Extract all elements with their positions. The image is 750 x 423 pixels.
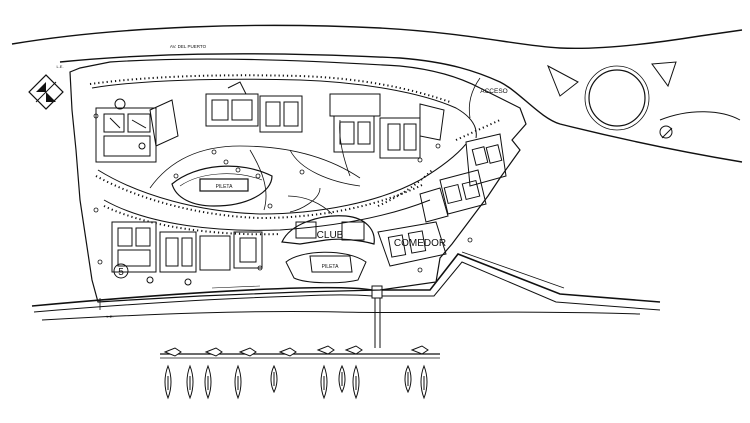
boat-icon bbox=[338, 364, 346, 394]
sector-marker: 5 bbox=[113, 263, 129, 279]
access-label: ACCESO bbox=[480, 88, 507, 95]
waterfront-promenade bbox=[31, 251, 661, 321]
building bbox=[111, 221, 263, 286]
boat-icon bbox=[238, 347, 257, 357]
boat-icon bbox=[234, 364, 242, 400]
boat-icon bbox=[420, 364, 428, 400]
building-clusters bbox=[95, 81, 507, 286]
boat-icon bbox=[204, 364, 212, 400]
boat-icon bbox=[352, 364, 360, 400]
pool-upper-label: PILETA bbox=[216, 184, 234, 190]
boat-icon bbox=[344, 345, 363, 355]
boat-icon bbox=[316, 345, 335, 355]
boat-icon bbox=[164, 364, 172, 400]
building bbox=[439, 133, 507, 215]
landscape-trees bbox=[93, 113, 473, 273]
sector-number: 5 bbox=[118, 267, 124, 278]
boat-icon bbox=[410, 345, 429, 355]
building bbox=[329, 93, 445, 159]
boat-icon bbox=[404, 364, 412, 394]
building bbox=[377, 187, 449, 267]
building bbox=[205, 81, 303, 133]
boat-icon bbox=[270, 364, 278, 394]
boat-icon bbox=[163, 347, 182, 357]
roundabout bbox=[588, 69, 646, 127]
boat-icon bbox=[186, 364, 194, 400]
boats bbox=[163, 345, 429, 400]
roundabout-outer bbox=[584, 65, 650, 131]
pool-upper: PILETA bbox=[171, 165, 273, 207]
club-label: CLUB bbox=[317, 230, 344, 241]
pier bbox=[160, 285, 440, 359]
avenue-road bbox=[11, 24, 743, 163]
road-label: AV. DEL PUERTO bbox=[170, 44, 207, 49]
parking-rows bbox=[89, 74, 501, 236]
interior-roads bbox=[91, 78, 477, 231]
pool-lower-label: PILETA bbox=[322, 264, 340, 270]
club-complex: PILETA CLUB bbox=[281, 215, 375, 284]
boat-icon bbox=[204, 347, 223, 357]
building bbox=[95, 98, 179, 163]
roundabout-group bbox=[547, 61, 741, 139]
le-mark-top: L.E. bbox=[56, 64, 63, 69]
boat-icon bbox=[278, 347, 297, 357]
boat-icon bbox=[320, 364, 328, 400]
dining-label: COMEDOR bbox=[394, 238, 446, 249]
north-arrow-icon bbox=[28, 74, 64, 110]
